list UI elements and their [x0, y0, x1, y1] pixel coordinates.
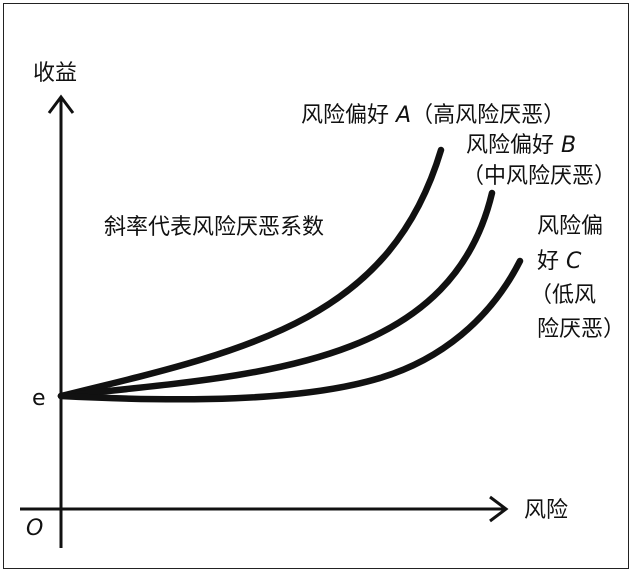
x-axis-arrow: [489, 495, 509, 523]
curve-c-letter: C: [566, 249, 582, 274]
curve-b-label-line2: （中风险厌恶）: [462, 164, 616, 189]
y-axis-label: 收益: [33, 61, 77, 86]
y-axis-arrow: [47, 94, 75, 114]
diagram-frame: [3, 3, 629, 569]
curve-c-label-line2: 好 C: [537, 249, 582, 274]
intercept-label: e: [32, 386, 46, 411]
origin-label: O: [26, 516, 43, 541]
slope-description: 斜率代表风险厌恶系数: [104, 215, 324, 240]
curve-c-label-line3: （低风: [530, 283, 596, 308]
curve-c-label-line4: 险厌恶）: [537, 317, 625, 342]
curve-b-letter: B: [561, 133, 576, 158]
x-axis-label: 风险: [524, 498, 568, 523]
curve-a-letter: A: [394, 103, 411, 128]
curve-a-label-prefix: 风险偏好: [301, 103, 396, 128]
curve-b-label-line1: 风险偏好 B: [466, 133, 576, 158]
curve-b: [57, 189, 496, 400]
curve-a-label-suffix: （高风险厌恶）: [411, 103, 565, 128]
curve-c: [57, 257, 524, 403]
curve-a-label: 风险偏好 A（高风险厌恶）: [301, 103, 565, 128]
curve-c-label-prefix: 好: [537, 249, 566, 274]
curve-b-label-prefix: 风险偏好: [466, 133, 561, 158]
curve-a: [57, 146, 445, 400]
curve-c-label-line1: 风险偏: [537, 214, 603, 239]
